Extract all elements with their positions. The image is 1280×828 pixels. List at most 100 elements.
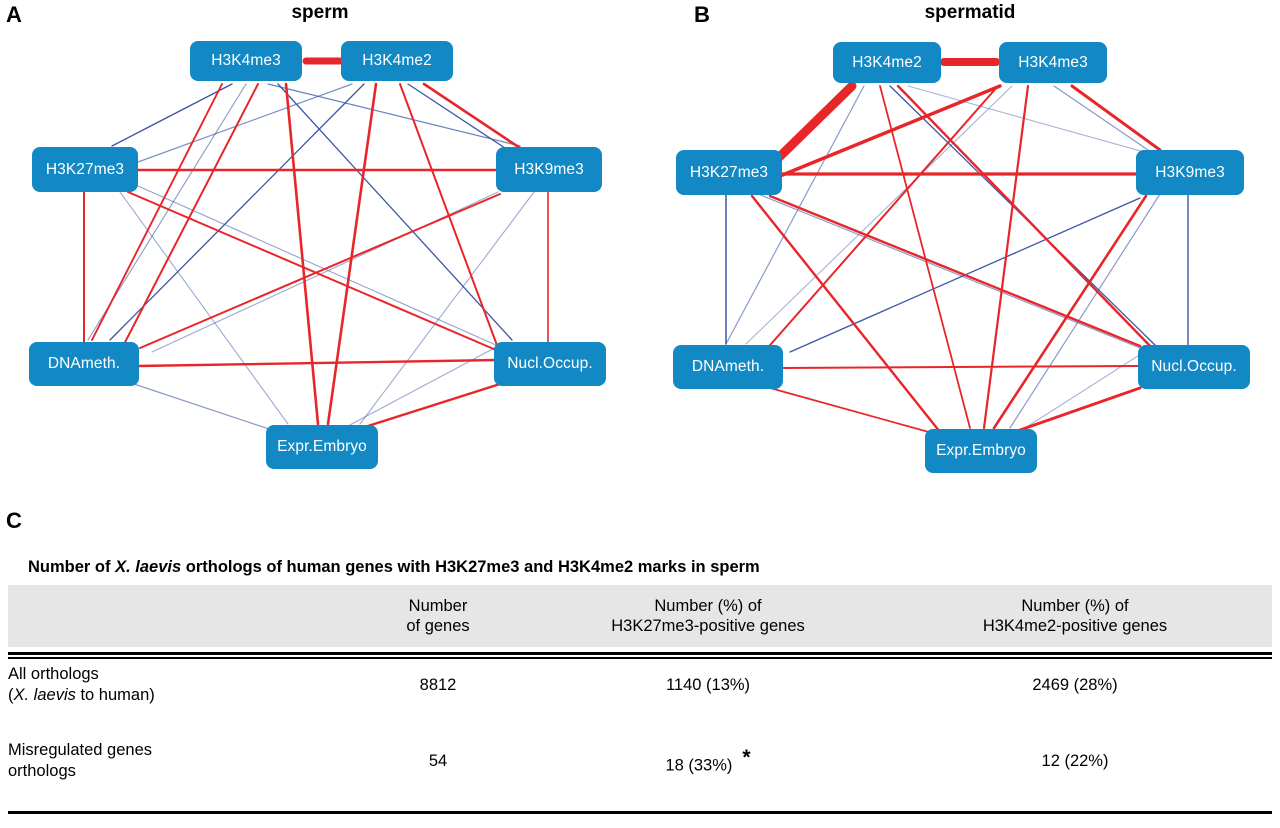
network-edges-sperm: [83, 57, 549, 433]
node-label: Expr.Embryo: [277, 438, 367, 455]
edge-h3k4me2-nucloccup-r: [896, 84, 1154, 350]
table-header-row-label: [8, 585, 338, 647]
edge-h3k27me3-exprembryo: [750, 194, 942, 434]
row-label-suffix: to human): [75, 686, 155, 704]
edge-h3k4me3-h3k9me3: [267, 83, 521, 147]
header-line-2: H3K27me3-positive genes: [611, 617, 805, 635]
node-label: H3K9me3: [1155, 163, 1225, 181]
cell-misregulated-num-genes: 54: [428, 751, 448, 770]
header-line-1: Number (%) of: [1021, 596, 1129, 615]
edge-h3k4me2-dnameth: [109, 83, 365, 341]
edge-h3k4me2-h3k9me3-r: [422, 82, 522, 150]
cell-misregulated-h3k4me2: 12 (22%): [1041, 751, 1109, 770]
panel-letter-b: B: [694, 2, 710, 27]
edge-h3k4me2-h3k27me3: [137, 83, 353, 163]
edge-nucloccup-exprembryo: [366, 382, 502, 428]
node-label: DNAmeth.: [47, 355, 121, 372]
cell-all-orthologs-h3k27me3: 1140 (13%): [665, 675, 751, 694]
node-h3k4me3-a[interactable]: H3K4me3: [190, 41, 302, 81]
node-h3k4me2-b[interactable]: H3K4me2: [833, 42, 941, 83]
node-h3k4me3-b[interactable]: H3K4me3: [999, 42, 1107, 83]
edge-h3k4me2-exprembryo: [326, 82, 378, 426]
table-row-all-orthologs: All orthologs (X. laevis to human) 8812 …: [8, 647, 1272, 723]
edge-group-negative-sperm: [87, 83, 535, 433]
cell-all-orthologs-h3k4me2: 2469 (28%): [1032, 675, 1118, 694]
edge-nucloccup-exprembryo-n: [1021, 351, 1145, 431]
row-label-all-orthologs: All orthologs (X. laevis to human): [8, 647, 338, 723]
cell-misregulated-h3k27me3: 18 (33%)*: [538, 723, 878, 799]
row-label-paren-open: (: [8, 686, 14, 704]
node-label: H3K4me2: [362, 52, 432, 69]
table-row-misregulated-genes: Misregulated genes orthologs 54 18 (33%)…: [8, 723, 1272, 799]
edge-h3k4me2-h3k9me3: [407, 83, 509, 151]
edge-h3k9me3-dnameth-r: [139, 193, 501, 349]
edge-h3k4me3-h3k9me3-r: [1070, 84, 1162, 152]
node-h3k4me2-a[interactable]: H3K4me2: [341, 41, 453, 81]
node-dnameth-a[interactable]: DNAmeth.: [29, 342, 139, 386]
table-rule-top-inner: [8, 590, 1272, 592]
edge-dnameth-exprembryo: [127, 381, 279, 433]
edge-group-negative-spermatid: [725, 85, 1189, 431]
table-rule-top-outer: [8, 585, 1272, 588]
node-h3k27me3-a[interactable]: H3K27me3: [32, 147, 138, 192]
network-edges-spermatid: [725, 58, 1189, 435]
row-label-line-1: Misregulated genes: [8, 741, 153, 760]
caption-part-1: Number of: [28, 558, 116, 576]
edge-h3k4me3-h3k27me3: [778, 84, 1002, 178]
table-header-h3k27me3-positive: Number (%) of H3K27me3-positive genes: [538, 585, 878, 647]
table-caption: Number of X. laevis orthologs of human g…: [28, 558, 760, 577]
node-label: DNAmeth.: [691, 358, 765, 375]
edge-h3k4me3-exprembryo: [982, 84, 1030, 430]
panel-letter-a: A: [6, 2, 22, 27]
panel-c-table-section: C Number of X. laevis orthologs of human…: [0, 500, 1280, 828]
node-label: H3K27me3: [689, 163, 769, 181]
edge-nucloccup-exprembryo-b: [347, 343, 503, 427]
node-h3k9me3-a[interactable]: H3K9me3: [496, 147, 602, 192]
edge-h3k27me3-nucloccup: [757, 193, 1141, 349]
node-h3k27me3-b[interactable]: H3K27me3: [676, 150, 782, 195]
row-label-species-italic: X. laevis: [13, 686, 76, 704]
table-header-h3k4me2-positive: Number (%) of H3K4me2-positive genes: [878, 585, 1272, 647]
header-line-2: H3K4me2-positive genes: [982, 617, 1168, 635]
node-h3k9me3-b[interactable]: H3K9me3: [1136, 150, 1244, 195]
row-label-line-2: orthologs: [8, 762, 76, 780]
edge-h3k4me2-exprembryo: [879, 85, 971, 429]
node-label: H3K27me3: [45, 160, 125, 178]
node-exprembryo-a[interactable]: Expr.Embryo: [266, 425, 378, 469]
network-diagram-sperm: H3K4me3 H3K4me2 H3K27me3 H3K9me3 DNAmeth…: [0, 0, 640, 500]
edge-h3k9me3-exprembryo: [1009, 193, 1161, 429]
table-rule-header-outer: [8, 652, 1272, 655]
edge-h3k9me3-exprembryo: [359, 191, 535, 425]
edge-h3k9me3-exprembryo-r: [992, 194, 1148, 430]
edge-group-positive-spermatid: [750, 58, 1162, 435]
cell-all-orthologs-num-genes: 8812: [419, 675, 457, 694]
edge-h3k4me3-dnameth: [745, 85, 1013, 345]
row-label-line-1: All orthologs: [8, 665, 99, 684]
node-label: H3K4me3: [1018, 53, 1088, 71]
network-diagram-spermatid: H3K4me2 H3K4me3 H3K27me3 H3K9me3 DNAmeth…: [640, 0, 1280, 500]
node-dnameth-b[interactable]: DNAmeth.: [673, 345, 783, 389]
edge-nucloccup-exprembryo: [1018, 386, 1142, 432]
edge-h3k4me3-exprembryo: [284, 82, 320, 426]
edge-h3k4me3-nucloccup: [277, 83, 513, 341]
table-header-row: Number of genes Number (%) of H3K27me3-p…: [8, 585, 1272, 647]
node-nucloccup-a[interactable]: Nucl.Occup.: [494, 342, 606, 386]
node-nucloccup-b[interactable]: Nucl.Occup.: [1138, 345, 1250, 389]
node-exprembryo-b[interactable]: Expr.Embryo: [925, 429, 1037, 473]
edge-h3k4me3-h3k27me3: [111, 83, 233, 147]
header-line-1: Number (%) of: [654, 596, 762, 615]
caption-part-2: orthologs of human genes with H3K27me3 a…: [181, 558, 760, 576]
edge-dnameth-exprembryo: [769, 387, 937, 435]
node-label: Expr.Embryo: [936, 442, 1026, 459]
orthologs-data-table: Number of genes Number (%) of H3K27me3-p…: [8, 585, 1272, 799]
table-header-num-genes: Number of genes: [338, 585, 538, 647]
edge-h3k4me3-h3k9me3-r: [91, 83, 223, 341]
edge-h3k4me2-h3k9me3: [907, 85, 1145, 153]
header-line-1: Number: [408, 596, 468, 615]
caption-species-italic: X. laevis: [115, 558, 182, 576]
row-label-line-2: (X. laevis to human): [8, 685, 338, 706]
significance-asterisk: *: [742, 746, 751, 770]
table-rule-bottom: [8, 811, 1272, 814]
edge-h3k4me3-h3k9me3: [1053, 85, 1149, 151]
